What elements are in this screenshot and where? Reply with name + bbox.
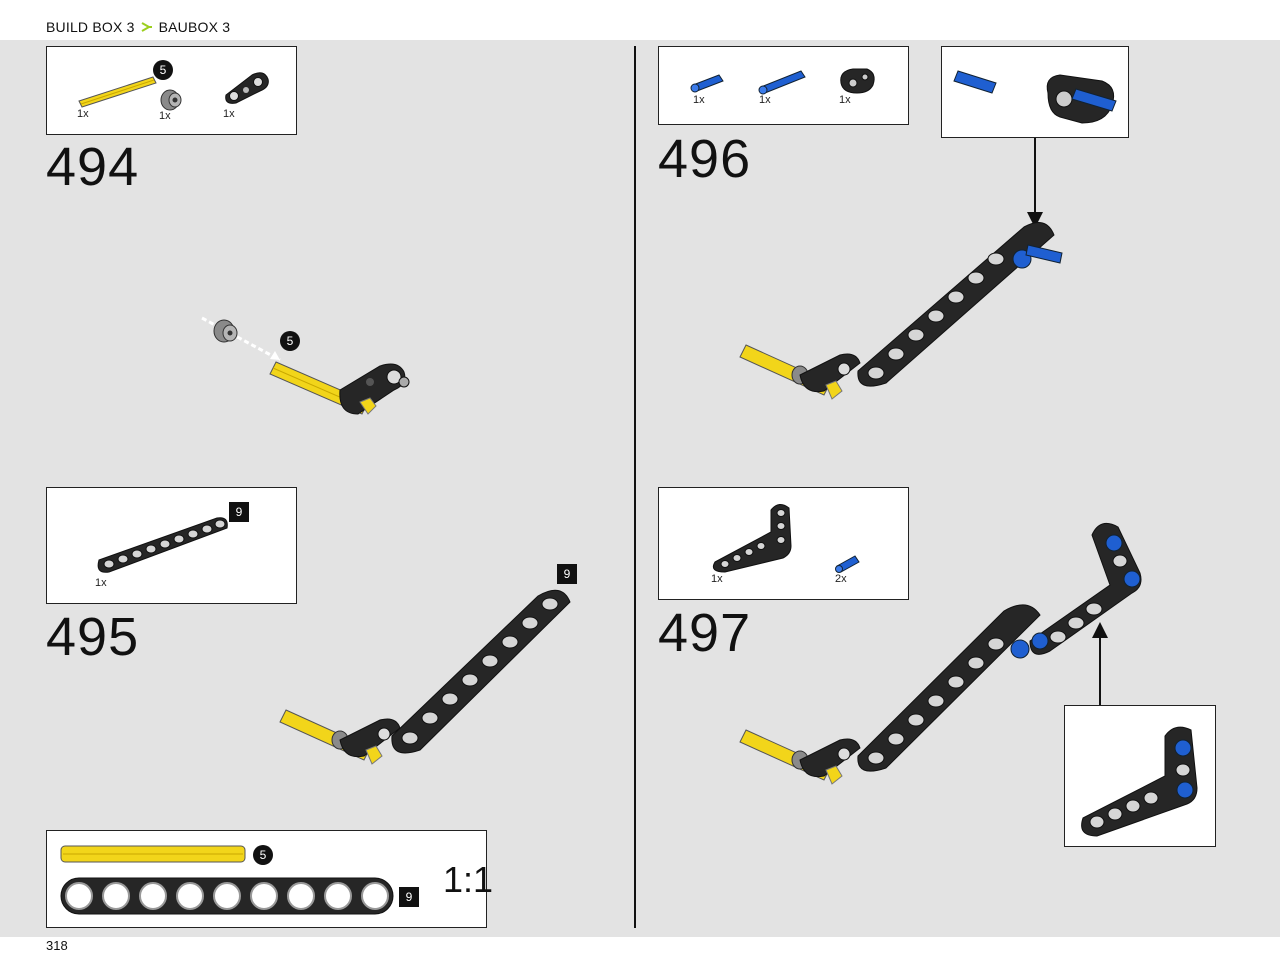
part-qty: 1x — [223, 108, 235, 120]
part-qty: 2x — [835, 573, 847, 585]
part-qty: 1x — [759, 94, 771, 106]
step-496-parts-box: 1x 1x 1x — [658, 46, 909, 125]
blue-pin-icon — [690, 74, 724, 93]
part-qty: 1x — [711, 573, 723, 585]
gray-bushing-icon — [160, 89, 182, 111]
step-494-assembly-illustration — [201, 316, 410, 415]
black-angle-beam-icon — [712, 504, 792, 573]
part-length-badge: 9 — [229, 502, 249, 522]
black-beam-scale-icon — [60, 877, 394, 915]
breadcrumb-separator-icon — [141, 22, 152, 32]
step-497-assembly-illustration — [739, 522, 1142, 785]
black-lever-icon — [225, 72, 269, 104]
step-number: 497 — [658, 603, 752, 663]
step-497-detail-callout — [1064, 705, 1216, 847]
black-connector-icon — [840, 68, 875, 94]
page-header: BUILD BOX 3 BAUBOX 3 — [0, 0, 1280, 40]
blue-long-pin-icon — [758, 70, 806, 95]
yellow-axle-icon — [78, 76, 157, 108]
axle-length-badge: 5 — [253, 845, 273, 865]
breadcrumb-baubox: BAUBOX 3 — [158, 19, 231, 35]
part-qty: 1x — [95, 577, 107, 589]
black-beam-icon — [97, 517, 228, 573]
step-number: 495 — [46, 607, 140, 667]
step-495-parts-box: 9 1x — [46, 487, 297, 604]
step-495-assembly-illustration — [279, 589, 571, 765]
column-divider — [634, 46, 636, 928]
pin-insertion-detail — [953, 70, 1117, 124]
step-number: 496 — [658, 129, 752, 189]
step-496-assembly-illustration — [739, 222, 1063, 400]
down-arrow-icon — [1027, 138, 1043, 228]
scale-label: 1:1 — [443, 859, 494, 900]
callout-length-badge: 5 — [280, 331, 300, 351]
breadcrumb: BUILD BOX 3 BAUBOX 3 — [46, 19, 230, 35]
breadcrumb-build-box: BUILD BOX 3 — [46, 19, 135, 35]
part-qty: 1x — [77, 108, 89, 120]
part-qty: 1x — [693, 94, 705, 106]
up-arrow-icon — [1092, 622, 1108, 708]
step-number: 494 — [46, 137, 140, 197]
angle-beam-pins-detail — [1081, 726, 1198, 837]
blue-pin-icon — [835, 555, 860, 573]
callout-length-badge: 9 — [557, 564, 577, 584]
page-number: 318 — [46, 938, 68, 953]
part-qty: 1x — [159, 110, 171, 122]
step-496-detail-callout — [941, 46, 1129, 138]
scale-reference-box: 5 9 1:1 — [46, 830, 493, 928]
part-length-badge: 5 — [153, 60, 173, 80]
beam-length-badge: 9 — [399, 887, 419, 907]
step-494-parts-box: 5 1x 1x 1x — [46, 46, 297, 135]
step-497-parts-box: 1x 2x — [658, 487, 909, 600]
yellow-axle-scale-icon — [60, 845, 246, 863]
part-qty: 1x — [839, 94, 851, 106]
